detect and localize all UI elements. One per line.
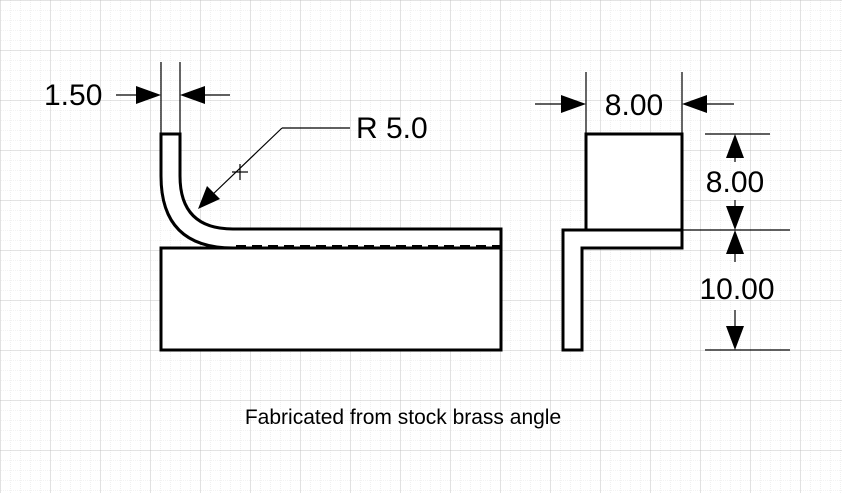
thickness-arrow-left	[136, 86, 161, 104]
upper-height-arrow-top	[726, 134, 744, 158]
upper-height-dimension-label: 8.00	[706, 166, 764, 199]
base-block	[159, 246, 503, 352]
width-arrow-right	[682, 95, 707, 113]
thickness-dimension-label: 1.50	[44, 79, 102, 112]
lower-height-arrow-top	[726, 230, 744, 254]
radius-dimension-label: R 5.0	[356, 112, 428, 145]
radius-arrow	[198, 186, 220, 209]
width-arrow-left	[561, 95, 586, 113]
thickness-arrow-right	[180, 86, 205, 104]
end-view: 8.00 8.00 10.00	[535, 72, 790, 352]
width-dimension-label: 8.00	[605, 89, 663, 122]
lower-height-arrow-bottom	[726, 326, 744, 350]
upper-height-arrow-bottom	[726, 206, 744, 230]
radius-leader	[209, 127, 283, 198]
end-view-upper-block	[584, 132, 684, 232]
side-view: 1.50 R 5.0	[44, 62, 503, 352]
bend-center-mark	[232, 164, 248, 180]
lower-height-dimension-label: 10.00	[699, 273, 774, 306]
drawing-caption: Fabricated from stock brass angle	[245, 406, 561, 429]
bent-angle-part	[159, 132, 503, 250]
